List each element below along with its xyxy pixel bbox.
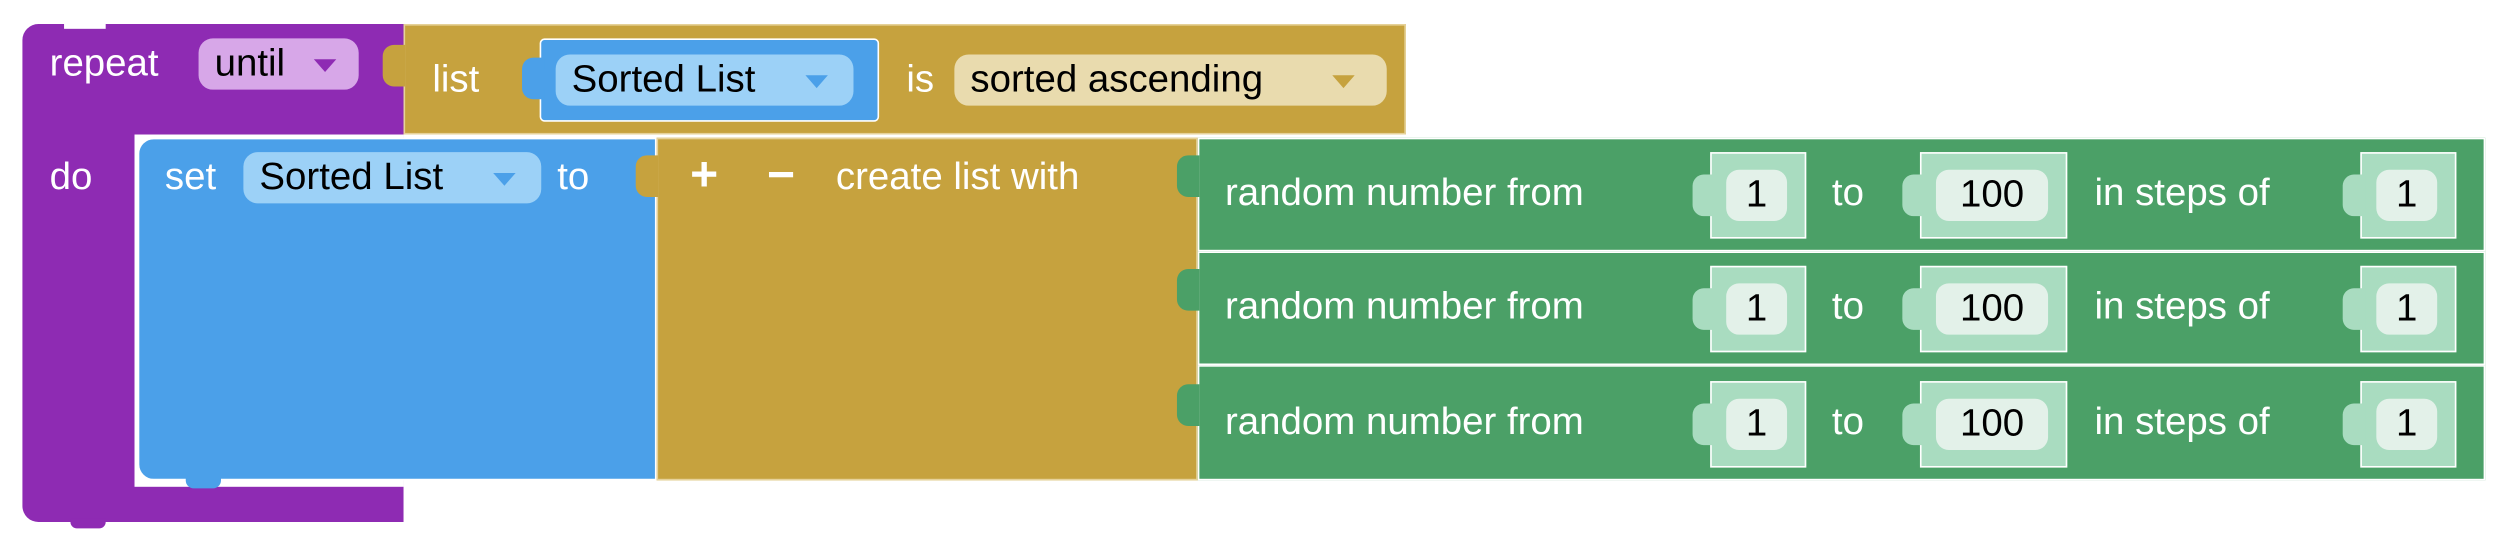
to-socket-notch [1902, 174, 1925, 217]
chevron-down-icon [805, 75, 828, 89]
random-number-block[interactable] [1197, 365, 2486, 481]
list-label: list [432, 57, 480, 101]
step-value-field[interactable]: 1 [2376, 283, 2438, 335]
to-label: to [1831, 171, 1864, 215]
step-socket-notch [2342, 403, 2366, 446]
random-output-notch [1176, 155, 1200, 197]
condition-variable-dropdown[interactable]: Sorted List [555, 54, 854, 106]
from-socket-notch [1692, 403, 1715, 446]
step-label: in steps of [2094, 400, 2270, 444]
set-label: set [164, 155, 217, 199]
step-socket-notch [2342, 174, 2366, 217]
step-label: in steps of [2094, 285, 2270, 329]
create-list-output-notch [635, 155, 659, 197]
to-value-field[interactable]: 100 [1935, 398, 2049, 450]
create-list-label: create list with [835, 155, 1080, 199]
random-label: random number from [1224, 400, 1584, 444]
set-variable-label: Sorted List [259, 155, 444, 199]
repeat-bottom-tab [70, 518, 106, 529]
set-to-label: to [557, 155, 590, 199]
random-number-block[interactable] [1197, 251, 2486, 366]
minus-icon[interactable]: − [767, 148, 796, 202]
create-list-block[interactable] [656, 137, 1198, 481]
chevron-down-icon [1332, 75, 1355, 89]
repeat-keyword: repeat [49, 41, 159, 85]
plus-icon[interactable]: + [690, 148, 719, 202]
from-value-field[interactable]: 1 [1726, 398, 1788, 450]
condition-variable-label: Sorted List [571, 57, 756, 101]
chevron-down-icon [493, 172, 516, 186]
from-socket-notch [1692, 288, 1715, 330]
to-socket-notch [1902, 288, 1925, 330]
from-socket-notch [1692, 174, 1715, 217]
repeat-do-label: do [49, 155, 93, 199]
random-output-notch [1176, 269, 1200, 311]
sort-order-dropdown[interactable]: sorted ascending [954, 54, 1387, 106]
set-bottom-tab [185, 477, 221, 489]
to-value-field[interactable]: 100 [1935, 283, 2049, 335]
condition-output-notch [382, 44, 406, 87]
repeat-mode-label: until [214, 41, 286, 85]
from-value-field[interactable]: 1 [1726, 169, 1788, 221]
to-value-field[interactable]: 100 [1935, 169, 2049, 221]
from-value-field[interactable]: 1 [1726, 283, 1788, 335]
repeat-mode-dropdown[interactable]: until [198, 38, 359, 90]
step-label: in steps of [2094, 171, 2270, 215]
random-label: random number from [1224, 285, 1584, 329]
step-socket-notch [2342, 288, 2366, 330]
random-label: random number from [1224, 171, 1584, 215]
to-socket-notch [1902, 403, 1925, 446]
is-label: is [906, 57, 935, 101]
to-label: to [1831, 285, 1864, 329]
random-output-notch [1176, 384, 1200, 426]
set-variable-dropdown[interactable]: Sorted List [243, 152, 542, 204]
step-value-field[interactable]: 1 [2376, 398, 2438, 450]
to-label: to [1831, 400, 1864, 444]
random-number-block[interactable] [1197, 137, 2486, 252]
chevron-down-icon [313, 59, 337, 73]
sort-order-label: sorted ascending [970, 57, 1264, 101]
getter-notch [522, 57, 545, 100]
repeat-top-notch [64, 19, 106, 29]
step-value-field[interactable]: 1 [2376, 169, 2438, 221]
